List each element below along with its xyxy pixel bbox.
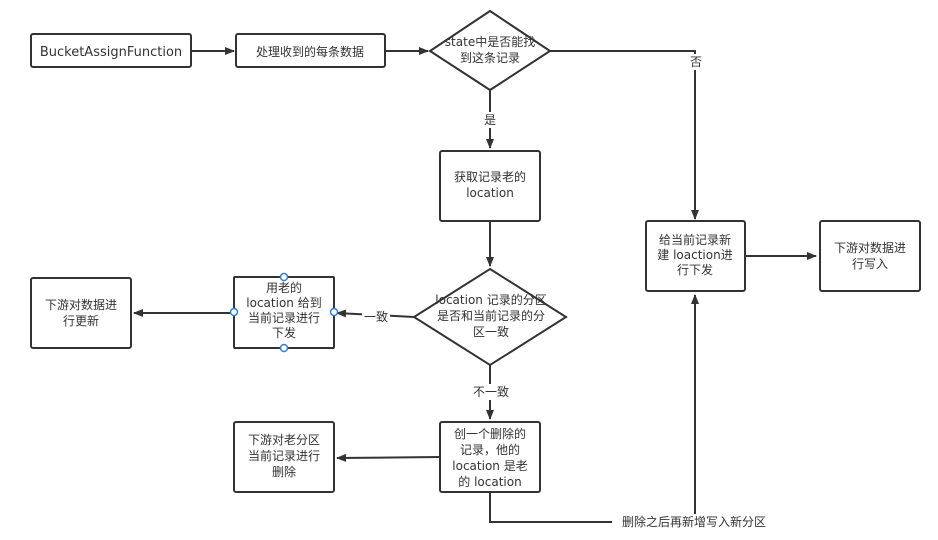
edge-label-no: 否 [690,55,702,69]
node-get-old-location-box[interactable] [439,150,541,222]
downstream-delete-line: 删除 [272,464,296,479]
partition-check-line: 区一致 [473,325,509,339]
edge-create-to-delete [336,453,441,462]
resize-handle-bottom[interactable] [279,343,289,353]
partition-check-line: location 记录的分区 [435,292,546,307]
node-state-check-diamond[interactable] [428,9,552,92]
edge-state-no [550,50,699,220]
get-old-location-line: location [466,186,514,200]
downstream-write-line: 行写入 [852,257,888,271]
resize-handle-top[interactable] [279,272,289,282]
node-downstream-delete-text: 下游对老分区当前记录进行删除 [248,433,320,479]
node-partition-check-diamond[interactable] [412,267,568,367]
resize-handle-right[interactable] [329,307,339,317]
node-downstream-delete-box[interactable] [233,421,335,493]
use-old-location-line: location 给到 [246,296,321,310]
edge-delete-then-insert [489,294,699,523]
nodes [30,9,921,493]
bucket-assign-line: BucketAssignFunction [40,45,182,60]
node-state-check-text: state中是否能找到这条记录 [445,34,535,65]
downstream-write-line: 下游对数据进 [834,240,906,255]
edge-label-delete-then-insert: 删除之后再新增写入新分区 [622,514,766,529]
resize-handle-left[interactable] [229,307,239,317]
edge-label-backgrounds [362,54,776,530]
process-each-line: 处理收到的每条数据 [256,44,364,59]
new-location-line: 建 loaction进 [657,248,732,262]
node-downstream-write-text: 下游对数据进行写入 [834,240,906,271]
create-delete-line: 的 location [458,474,521,489]
node-downstream-write-box[interactable] [819,220,921,292]
use-old-location-line: 下发 [272,325,296,340]
downstream-update-line: 下游对数据进 [45,297,117,312]
downstream-delete-line: 当前记录进行 [248,448,320,463]
node-partition-check-text: location 记录的分区是否和当前记录的分区一致 [435,292,546,339]
node-new-location-text: 给当前记录新建 loaction进行下发 [657,232,732,277]
node-process-each-text: 处理收到的每条数据 [256,44,364,59]
partition-check-line: 是否和当前记录的分 [437,308,545,323]
new-location-line: 给当前记录新 [659,232,731,247]
node-get-old-location-text: 获取记录老的 location [454,169,526,200]
create-delete-line: 记录，他的 [460,442,520,457]
state-check-line: 到这条记录 [460,50,520,65]
node-create-delete-text: 创一个删除的记录，他的 location 是老的 location [452,426,527,489]
edges [133,47,817,523]
edge-label-yes: 是 [484,113,496,127]
node-downstream-update-text: 下游对数据进行更新 [45,297,117,328]
use-old-location-line: 当前记录进行 [248,310,320,325]
create-delete-line: location 是老 [452,459,527,473]
edge-label-consistent: 一致 [364,310,388,324]
selection-handles[interactable] [229,272,339,353]
state-check-line: state中是否能找 [445,34,535,49]
node-process-each-box[interactable] [235,33,386,68]
create-delete-line: 创一个删除的 [454,426,526,441]
node-bucket-assign-text: BucketAssignFunction [40,45,182,60]
downstream-update-line: 行更新 [63,313,99,328]
new-location-line: 行下发 [677,262,713,277]
downstream-delete-line: 下游对老分区 [248,433,320,447]
node-downstream-update-box[interactable] [30,277,132,349]
node-new-location-box[interactable] [645,220,746,292]
get-old-location-line: 获取记录老的 [454,169,526,184]
use-old-location-line: 用老的 [266,280,302,295]
node-create-delete-box[interactable] [439,421,541,493]
node-bucket-assign-box[interactable] [30,33,192,68]
edge-label-inconsistent: 不一致 [473,385,509,399]
